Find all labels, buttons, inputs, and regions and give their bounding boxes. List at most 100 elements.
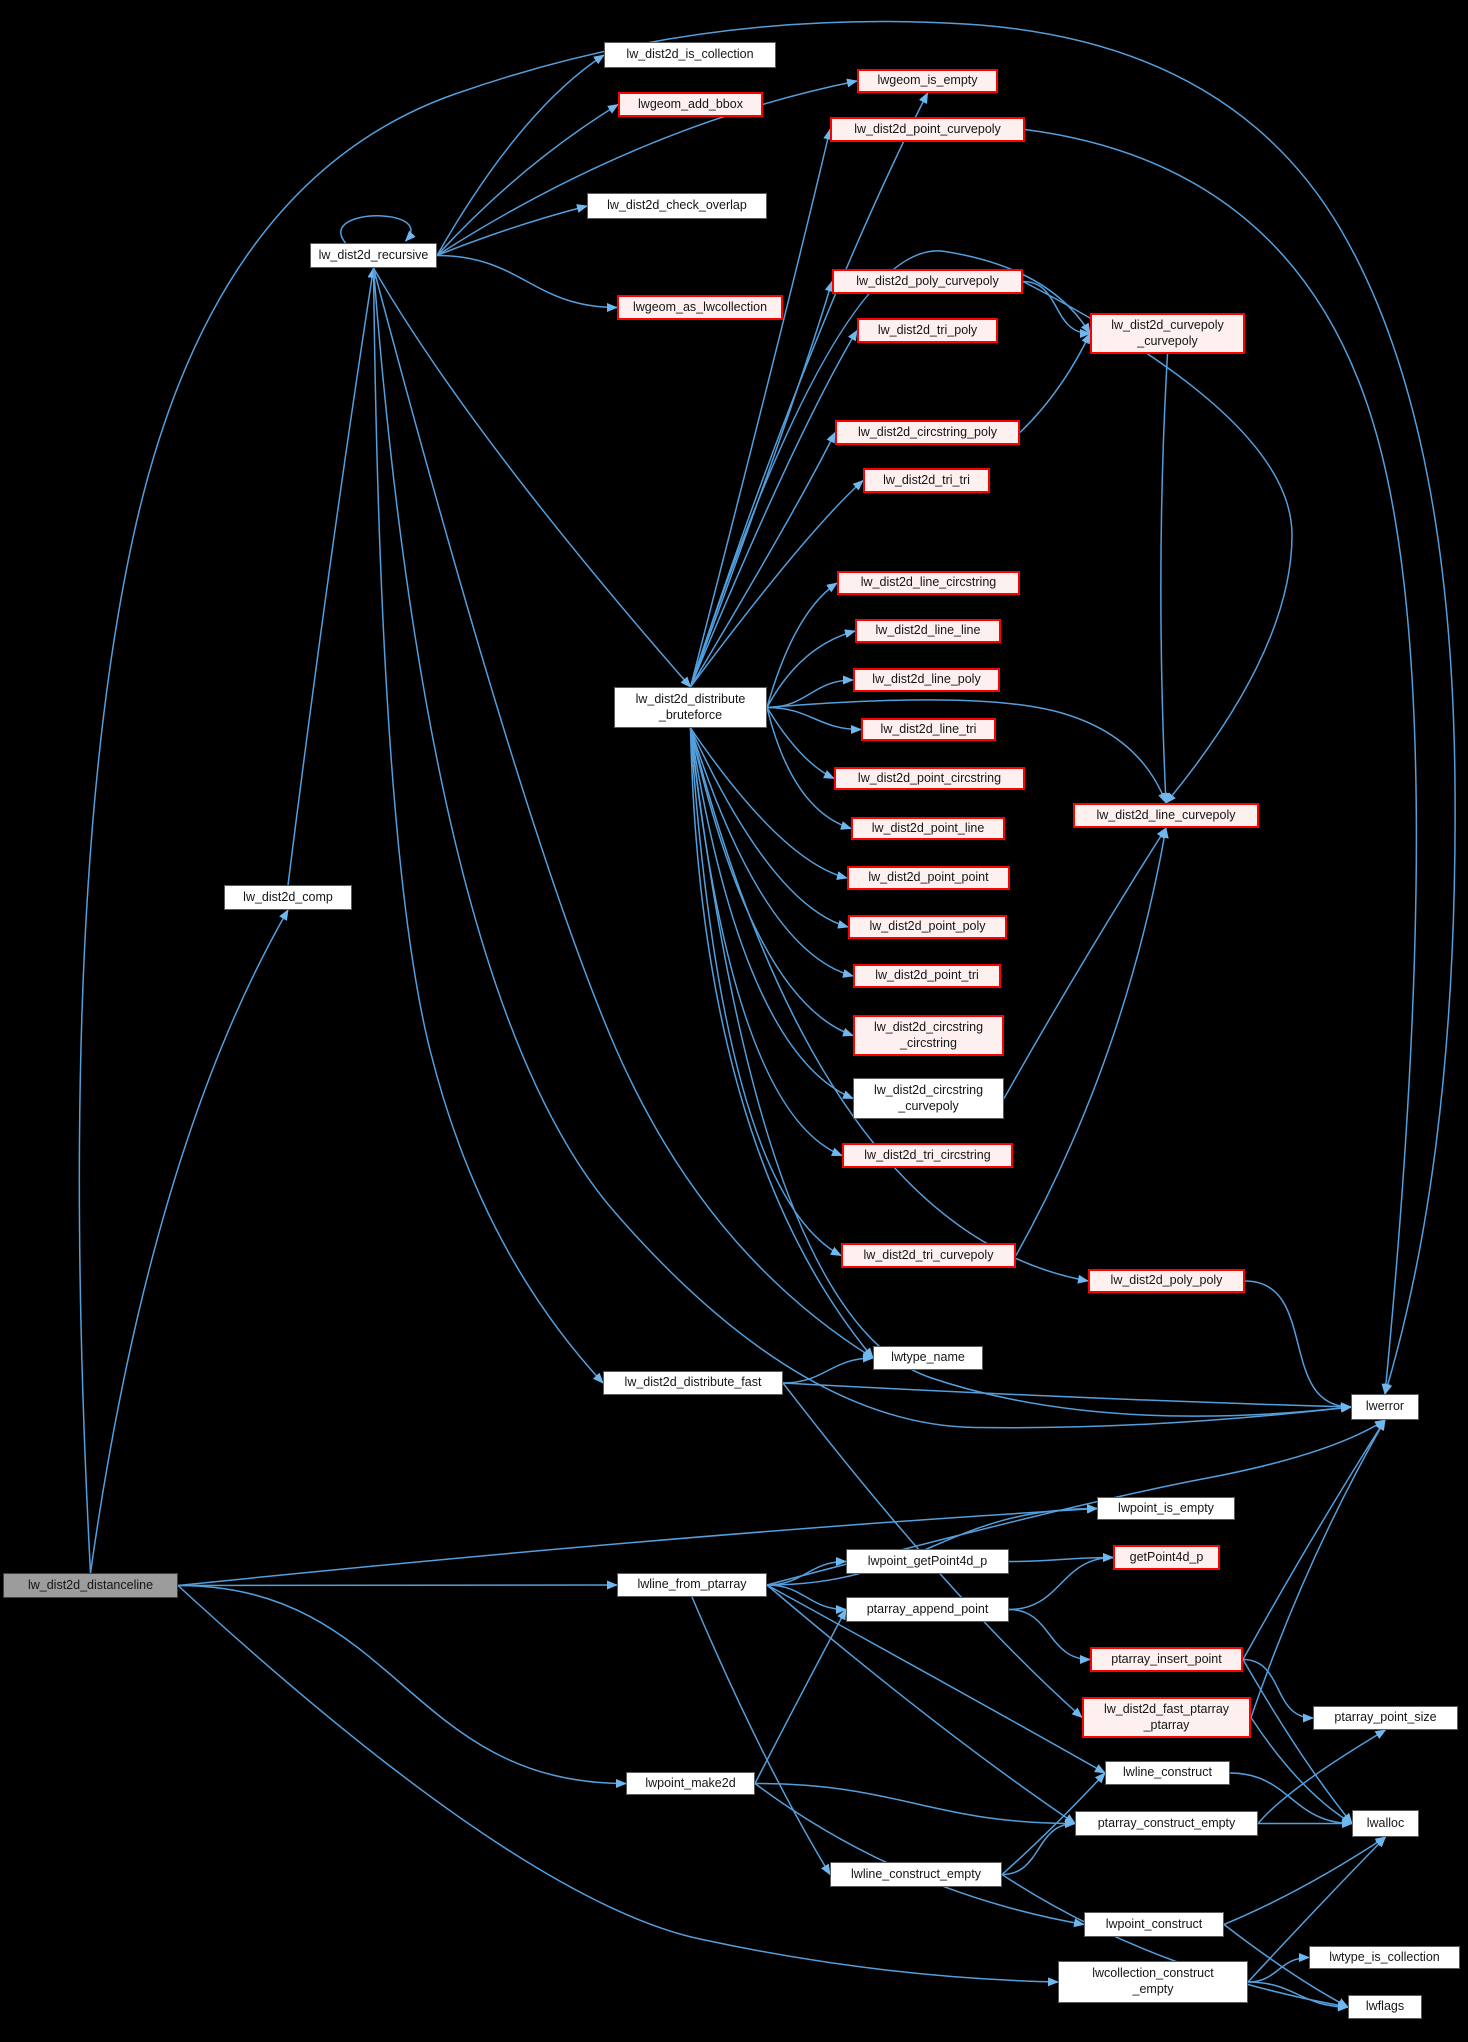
call-edge — [436, 254, 618, 312]
graph-node-comp[interactable]: lw_dist2d_comp — [224, 885, 352, 910]
graph-node-ptarray_point_size[interactable]: ptarray_point_size — [1313, 1706, 1458, 1730]
call-edge — [766, 1584, 847, 1614]
call-edge — [177, 1504, 1098, 1587]
call-edge — [689, 128, 833, 688]
call-edge — [372, 267, 874, 1359]
graph-node-recursive[interactable]: lw_dist2d_recursive — [310, 243, 437, 268]
graph-node-tri_circstring[interactable]: lw_dist2d_tri_circstring — [842, 1143, 1013, 1168]
graph-node-line_line[interactable]: lw_dist2d_line_line — [855, 619, 1001, 643]
graph-node-lwtype_name[interactable]: lwtype_name — [873, 1346, 983, 1370]
graph-node-lwflags[interactable]: lwflags — [1348, 1995, 1422, 2019]
call-edge — [78, 20, 1456, 1574]
graph-node-poly_poly[interactable]: lw_dist2d_poly_poly — [1088, 1269, 1245, 1293]
graph-node-lwalloc[interactable]: lwalloc — [1352, 1810, 1419, 1837]
call-edge — [1001, 1873, 1349, 2010]
call-edge — [1257, 1729, 1387, 1824]
graph-node-point_poly[interactable]: lw_dist2d_point_poly — [848, 915, 1007, 939]
graph-node-line_tri[interactable]: lw_dist2d_line_tri — [861, 718, 996, 741]
graph-node-lwline_construct[interactable]: lwline_construct — [1105, 1761, 1230, 1785]
call-edge — [691, 1596, 831, 1876]
graph-node-point_point[interactable]: lw_dist2d_point_point — [847, 866, 1010, 890]
graph-node-ptarray_append_point[interactable]: ptarray_append_point — [846, 1597, 1009, 1622]
call-edge — [436, 78, 858, 257]
call-edge — [766, 699, 1167, 804]
call-edge — [372, 267, 1352, 1429]
graph-node-point_circstring[interactable]: lw_dist2d_point_circstring — [834, 767, 1025, 790]
call-edge — [1008, 1553, 1114, 1611]
graph-node-bruteforce[interactable]: lw_dist2d_distribute _bruteforce — [614, 687, 767, 728]
call-edge — [689, 92, 929, 688]
graph-node-circstring_circstring[interactable]: lw_dist2d_circstring _circstring — [853, 1015, 1004, 1056]
call-edge — [766, 1419, 1386, 1586]
call-edge — [177, 1584, 627, 1788]
graph-node-lwtype_is_collection[interactable]: lwtype_is_collection — [1309, 1946, 1460, 1969]
call-edge — [689, 431, 836, 688]
graph-node-lwline_from_ptarray[interactable]: lwline_from_ptarray — [617, 1573, 767, 1597]
graph-node-lwpoint_getPoint4d_p[interactable]: lwpoint_getPoint4d_p — [846, 1549, 1009, 1574]
graph-node-curvepoly_curvepoly[interactable]: lw_dist2d_curvepoly _curvepoly — [1090, 313, 1245, 354]
call-edge — [1003, 827, 1167, 1099]
call-edge — [372, 267, 604, 1384]
graph-node-distanceline[interactable]: lw_dist2d_distanceline — [3, 1573, 178, 1598]
graph-node-check_overlap[interactable]: lw_dist2d_check_overlap — [587, 193, 767, 219]
graph-node-lwcollection_construct_empty[interactable]: lwcollection_construct _empty — [1058, 1961, 1248, 2003]
call-edge — [766, 706, 862, 734]
graph-node-circstring_curvepoly[interactable]: lw_dist2d_circstring _curvepoly — [853, 1078, 1004, 1119]
graph-node-circstring_poly[interactable]: lw_dist2d_circstring_poly — [835, 420, 1020, 445]
graph-node-add_bbox[interactable]: lwgeom_add_bbox — [618, 92, 763, 117]
call-edge — [689, 727, 1089, 1284]
call-edge — [1223, 1836, 1387, 1926]
graph-node-as_lwcollection[interactable]: lwgeom_as_lwcollection — [617, 295, 783, 320]
call-edge — [1242, 1659, 1353, 1825]
call-edge — [689, 727, 1352, 1417]
call-edge — [689, 280, 834, 688]
graph-node-line_poly[interactable]: lw_dist2d_line_poly — [853, 668, 1000, 692]
graph-node-tri_curvepoly[interactable]: lw_dist2d_tri_curvepoly — [841, 1243, 1016, 1268]
graph-node-point_line[interactable]: lw_dist2d_point_line — [851, 817, 1005, 840]
graph-node-ptarray_insert_point[interactable]: ptarray_insert_point — [1090, 1647, 1243, 1672]
graph-node-fast_ptarray[interactable]: lw_dist2d_fast_ptarray _ptarray — [1082, 1697, 1251, 1738]
call-edge — [287, 267, 377, 886]
call-edge — [1001, 1772, 1106, 1876]
graph-node-lwpoint_construct[interactable]: lwpoint_construct — [1084, 1912, 1224, 1937]
call-edge — [782, 1353, 874, 1384]
call-edge — [689, 727, 854, 1037]
call-edge — [766, 1504, 1098, 1586]
graph-node-getPoint4d_p[interactable]: getPoint4d_p — [1113, 1545, 1220, 1570]
call-edge — [766, 1557, 847, 1586]
call-edge — [754, 1782, 1076, 1828]
call-edge — [689, 250, 1091, 688]
call-edge — [436, 204, 588, 257]
call-edge — [689, 727, 848, 880]
call-edge — [782, 1382, 1352, 1412]
graph-node-distribute_fast[interactable]: lw_dist2d_distribute_fast — [603, 1371, 783, 1395]
call-edge — [1247, 1953, 1310, 1983]
graph-node-point_curvepoly[interactable]: lw_dist2d_point_curvepoly — [830, 117, 1025, 142]
call-edge — [1244, 1280, 1352, 1412]
call-edge — [766, 582, 838, 708]
graph-node-lwgeom_is_empty[interactable]: lwgeom_is_empty — [857, 69, 998, 93]
graph-node-point_tri[interactable]: lw_dist2d_point_tri — [853, 964, 1001, 988]
graph-node-tri_poly[interactable]: lw_dist2d_tri_poly — [857, 318, 998, 343]
call-edge — [766, 1584, 1106, 1774]
call-edge — [1247, 1981, 1349, 2012]
graph-node-is_collection[interactable]: lw_dist2d_is_collection — [604, 42, 776, 68]
call-edge — [1015, 827, 1169, 1256]
graph-node-ptarray_construct_empty[interactable]: ptarray_construct_empty — [1075, 1811, 1258, 1836]
call-edge — [689, 727, 842, 1257]
call-edge — [1008, 1553, 1114, 1563]
graph-node-lwline_construct_empty[interactable]: lwline_construct_empty — [830, 1862, 1002, 1887]
graph-node-tri_tri[interactable]: lw_dist2d_tri_tri — [863, 468, 990, 493]
graph-node-lwpoint_is_empty[interactable]: lwpoint_is_empty — [1097, 1497, 1235, 1520]
graph-node-lwpoint_make2d[interactable]: lwpoint_make2d — [626, 1772, 755, 1795]
call-edge — [1242, 1419, 1386, 1660]
call-edge — [436, 54, 605, 256]
graph-node-poly_curvepoly[interactable]: lw_dist2d_poly_curvepoly — [832, 269, 1023, 294]
graph-node-line_circstring[interactable]: lw_dist2d_line_circstring — [837, 571, 1020, 595]
graph-node-line_curvepoly[interactable]: lw_dist2d_line_curvepoly — [1073, 803, 1259, 828]
call-edge — [372, 267, 692, 688]
call-edge — [754, 1608, 847, 1784]
call-edge — [1242, 1658, 1314, 1723]
graph-node-lwerror[interactable]: lwerror — [1351, 1394, 1419, 1420]
call-edge — [689, 727, 849, 929]
